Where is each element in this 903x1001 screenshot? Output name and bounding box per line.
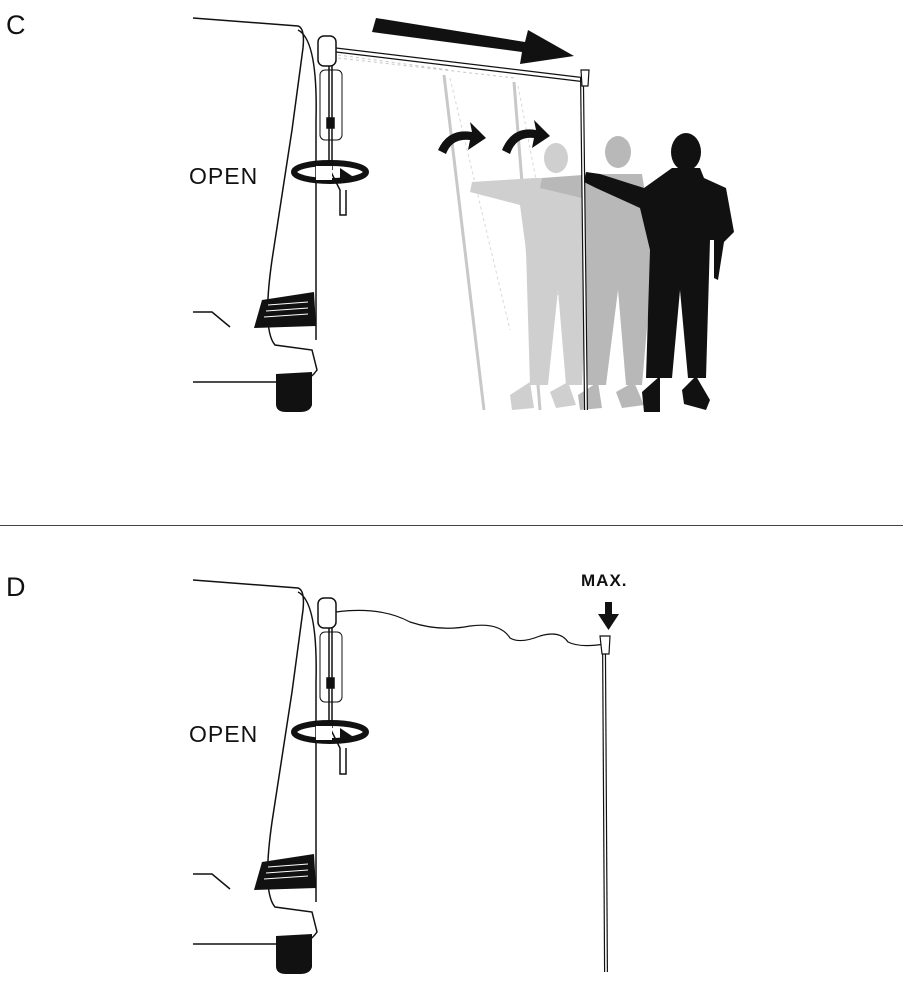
rotate-arrow-icon	[294, 163, 366, 184]
awning-cassette	[318, 36, 336, 66]
step-c-panel: C OPEN	[0, 0, 903, 525]
illustration-d	[0, 526, 903, 1001]
crank-handle-icon	[327, 628, 346, 774]
van-wheel	[276, 934, 312, 974]
awning-pole	[600, 636, 610, 972]
down-arrow-icon	[598, 602, 619, 630]
awning-cassette	[318, 598, 336, 628]
swing-arrow-2	[502, 120, 550, 154]
awning-bracket	[320, 70, 342, 140]
rotate-arrow-icon	[294, 723, 366, 744]
awning-bracket	[320, 632, 342, 702]
van-wheel	[276, 372, 312, 412]
illustration-c	[0, 0, 903, 525]
awning-fabric-edge	[336, 610, 604, 645]
step-d-panel: D OPEN MAX.	[0, 526, 903, 1001]
pull-arrow-icon	[372, 18, 574, 64]
